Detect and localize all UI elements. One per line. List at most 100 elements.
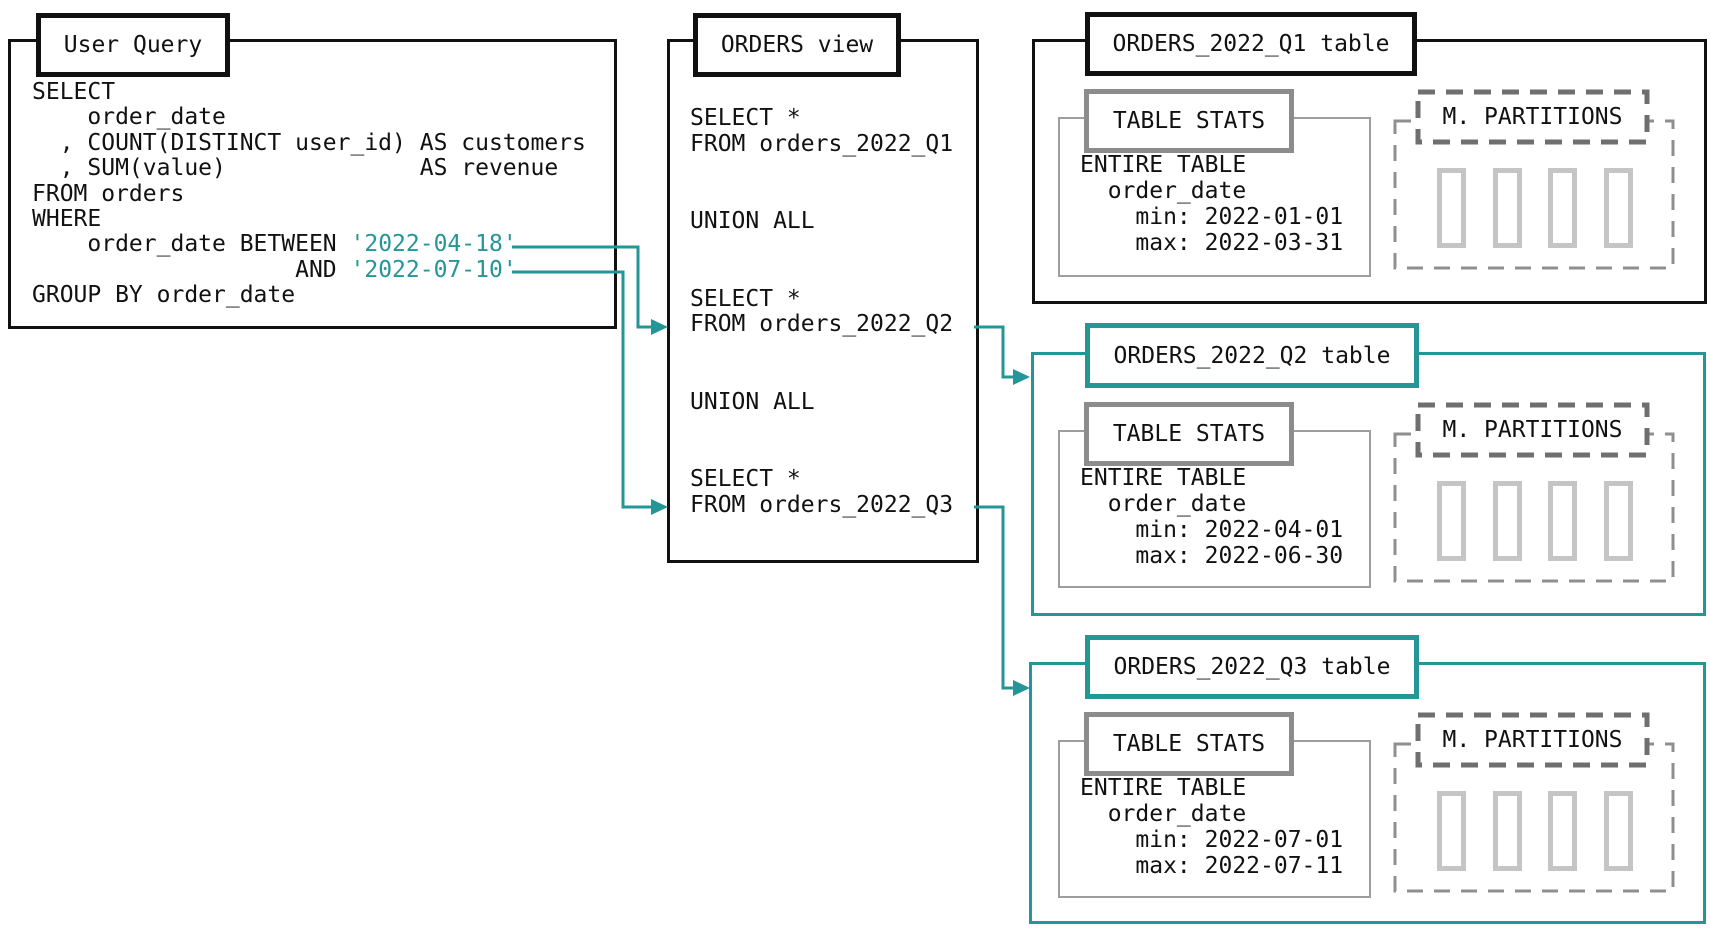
sql-line (690, 338, 953, 364)
partition-cell (1548, 168, 1577, 248)
sql-text: WHERE (32, 205, 102, 232)
partition-cell (1437, 481, 1466, 561)
sql-line: UNION ALL (690, 208, 953, 235)
sql-text: FROM orders (32, 180, 185, 207)
stats-max-value: max: 2022-06-30 (1080, 543, 1344, 569)
table-stats-title: TABLE STATS (1084, 402, 1294, 466)
sql-line: AND '2022-07-10' (32, 256, 586, 283)
table-stats-text: ENTIRE TABLE order_date min: 2022-01-01 … (1080, 152, 1343, 256)
sql-line (690, 364, 953, 390)
sql-text: , COUNT(DISTINCT user_id) AS customers (32, 129, 586, 156)
stats-text: ENTIRE TABLE (1080, 465, 1247, 491)
stats-line: order_date (1080, 801, 1343, 827)
sql-line: SELECT * (690, 466, 953, 493)
partitions-title: M. PARTITIONS (1418, 405, 1647, 455)
sql-line (690, 183, 953, 209)
partitions-title-label: M. PARTITIONS (1442, 417, 1623, 443)
partition-cell (1493, 481, 1522, 561)
sql-line: , COUNT(DISTINCT user_id) AS customers (32, 129, 586, 156)
partitions-title-label: M. PARTITIONS (1442, 104, 1623, 130)
partitions-title: M. PARTITIONS (1418, 92, 1647, 142)
sql-text: , SUM(value) AS revenue (32, 155, 559, 182)
sql-text: FROM orders_2022_Q1 (690, 130, 954, 157)
table-title-label: ORDERS_2022_Q2 table (1113, 342, 1391, 369)
sql-line (690, 261, 953, 287)
stats-line: order_date (1080, 491, 1343, 517)
stats-line: ENTIRE TABLE (1080, 775, 1343, 801)
sql-line (690, 235, 953, 261)
sql-text: FROM orders_2022_Q2 (690, 311, 954, 338)
partition-cell (1604, 168, 1633, 248)
sql-line: FROM orders_2022_Q3 (690, 491, 954, 519)
arrowhead-icon (651, 319, 668, 335)
sql-line: SELECT * (690, 105, 953, 132)
sql-text: SELECT * (690, 285, 801, 312)
stats-line: max: 2022-07-11 (1080, 853, 1343, 879)
partition-cell (1548, 481, 1577, 561)
stats-min-value: min: 2022-01-01 (1080, 204, 1344, 230)
stats-text: order_date (1080, 491, 1247, 517)
orders-view-title: ORDERS view (693, 13, 901, 77)
date-literal-start: '2022-04-18' (350, 231, 517, 258)
user-query-sql: SELECT order_date , COUNT(DISTINCT user_… (32, 79, 586, 309)
table-stats-title-label: TABLE STATS (1112, 108, 1266, 134)
table-stats-title-label: TABLE STATS (1112, 421, 1266, 447)
arrowhead-icon (1013, 680, 1030, 696)
table-title-label: ORDERS_2022_Q3 table (1113, 654, 1391, 680)
sql-text: GROUP BY order_date (32, 282, 296, 309)
sql-line: , SUM(value) AS revenue (32, 155, 586, 182)
stats-max-value: max: 2022-03-31 (1080, 230, 1344, 256)
stats-line: min: 2022-07-01 (1080, 827, 1343, 853)
sql-line: GROUP BY order_date (32, 282, 586, 309)
orders-view-title-label: ORDERS view (720, 32, 874, 58)
partitions-title-label: M. PARTITIONS (1442, 727, 1623, 753)
arrowhead-icon (1013, 369, 1030, 385)
sql-text: UNION ALL (690, 208, 815, 235)
user-query-title: User Query (36, 13, 230, 77)
stats-line: min: 2022-01-01 (1080, 204, 1343, 230)
sql-text: AND (32, 256, 351, 283)
sql-line: SELECT * (690, 285, 953, 313)
sql-line: FROM orders_2022_Q2 (690, 311, 954, 338)
stats-line: max: 2022-03-31 (1080, 230, 1343, 256)
table-stats-title: TABLE STATS (1084, 712, 1294, 776)
table-stats-title-label: TABLE STATS (1112, 731, 1266, 757)
stats-line: max: 2022-06-30 (1080, 543, 1343, 569)
sql-text: order_date (32, 104, 226, 131)
stats-line: ENTIRE TABLE (1080, 465, 1343, 491)
partitions-title: M. PARTITIONS (1418, 715, 1647, 765)
stats-text: ENTIRE TABLE (1080, 152, 1247, 178)
sql-line: order_date (32, 105, 586, 130)
sql-text: order_date BETWEEN (32, 231, 351, 258)
sql-line: FROM orders_2022_Q1 (690, 130, 954, 158)
table-stats-text: ENTIRE TABLE order_date min: 2022-07-01 … (1080, 775, 1343, 879)
sql-text: SELECT (32, 79, 116, 105)
stats-min-value: min: 2022-04-01 (1080, 517, 1344, 543)
sql-text: FROM orders_2022_Q3 (690, 491, 954, 518)
sql-line: SELECT (32, 79, 586, 105)
table-title-label: ORDERS_2022_Q1 table (1112, 31, 1390, 57)
sql-line: UNION ALL (690, 389, 953, 416)
stats-max-value: max: 2022-07-11 (1080, 853, 1344, 879)
partition-cell (1493, 791, 1522, 871)
table-stats-text: ENTIRE TABLE order_date min: 2022-04-01 … (1080, 465, 1343, 569)
sql-line: order_date BETWEEN '2022-04-18' (32, 232, 586, 257)
sql-line: FROM orders (32, 180, 586, 207)
orders-2022-q2-title: ORDERS_2022_Q2 table (1085, 323, 1419, 388)
stats-line: min: 2022-04-01 (1080, 517, 1343, 543)
connector-view-to-q2-table (974, 325, 1013, 379)
orders-2022-q3-title: ORDERS_2022_Q3 table (1085, 635, 1419, 699)
stats-line: ENTIRE TABLE (1080, 152, 1343, 178)
partition-cell (1437, 168, 1466, 248)
stats-text: order_date (1080, 801, 1247, 827)
sql-line (690, 441, 953, 467)
date-literal-end: '2022-07-10' (350, 256, 517, 283)
stats-line: order_date (1080, 178, 1343, 204)
connector-view-to-q3-table (974, 505, 1013, 690)
orders-2022-q1-title: ORDERS_2022_Q1 table (1085, 12, 1417, 76)
partition-cell (1604, 791, 1633, 871)
table-stats-title: TABLE STATS (1084, 89, 1294, 153)
partition-cell (1437, 791, 1466, 871)
orders-view-sql: SELECT * FROM orders_2022_Q1 UNION ALL S… (690, 105, 954, 519)
